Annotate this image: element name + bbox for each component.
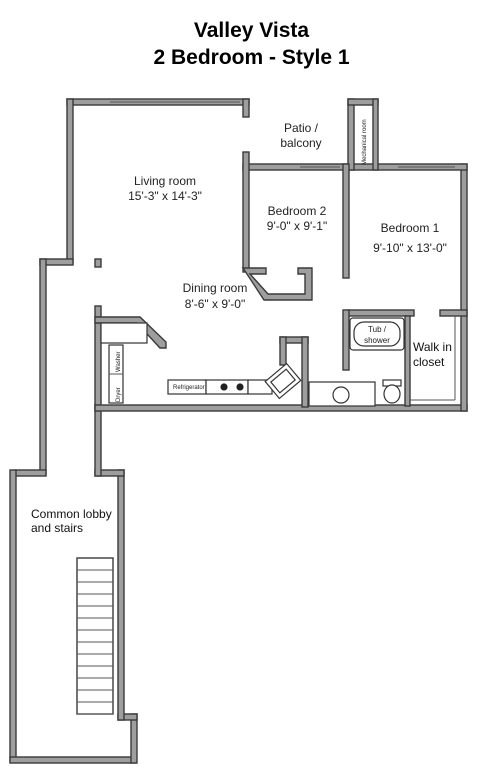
- wall-lobby-top-left: [14, 469, 47, 477]
- dining-room-dims: 8'-6" x 9'-0": [185, 297, 245, 311]
- wall-unit-bottom: [94, 404, 468, 412]
- closet-label-1: Walk in: [413, 340, 452, 354]
- refrigerator-label: Refrigerator: [173, 385, 205, 391]
- bath-fixtures: [308, 317, 405, 407]
- wall-bed2-angled: [241, 267, 313, 301]
- tub-label-2: shower: [364, 336, 390, 345]
- wall-mech-right: [372, 98, 379, 171]
- wall-right: [460, 163, 468, 412]
- wall-bath-left: [342, 309, 350, 371]
- kitchen-cabinet: [100, 322, 148, 344]
- mechanical-room-label: Mechanical room: [362, 119, 368, 165]
- plan-title: Valley Vista: [193, 19, 310, 42]
- washer-label: Washer: [116, 352, 122, 372]
- toilet-bowl: [383, 384, 401, 404]
- exterior-walls: [9, 98, 468, 764]
- wall-closet-top: [439, 309, 468, 317]
- wall-lobby-entry: [94, 404, 102, 477]
- wall-lobby-bottom: [9, 756, 137, 764]
- bedroom1-dims: 9'-10" x 13'-0": [373, 241, 447, 255]
- wall-bath-right: [404, 315, 411, 407]
- plan-subtitle: 2 Bedroom - Style 1: [153, 46, 350, 69]
- lobby-label-2: and stairs: [31, 521, 83, 535]
- kitchen: [94, 316, 302, 404]
- wall-lobby-left: [9, 469, 17, 763]
- sink: [332, 386, 350, 404]
- stairs: [76, 557, 114, 715]
- patio-label-2: balcony: [280, 136, 321, 150]
- living-room-dims: 15'-3" x 14'-3": [128, 189, 202, 203]
- living-room-label: Living room: [134, 174, 196, 188]
- corner-cabinet: [264, 362, 302, 400]
- bedroom2-label: Bedroom 2: [268, 204, 327, 218]
- bedroom2-dims: 9'-0" x 9'-1": [267, 219, 327, 233]
- dining-room-label: Dining room: [183, 281, 248, 295]
- wall-lobby-right-lower: [130, 713, 138, 764]
- dryer-label: Dryer: [116, 387, 122, 402]
- wall-lobby-right: [117, 469, 125, 721]
- bedroom2-walls: [241, 151, 350, 301]
- wall-left-lobby-outer: [39, 258, 47, 476]
- wall-hall-left: [279, 336, 287, 366]
- wall-mech-left: [347, 98, 355, 171]
- wall-stub-left: [94, 258, 102, 268]
- bedroom1-label: Bedroom 1: [381, 221, 440, 235]
- stairs-outline: [76, 557, 114, 715]
- patio-label-1: Patio /: [284, 121, 319, 135]
- wall-bath-top: [347, 309, 415, 317]
- tub-label-1: Tub /: [368, 325, 387, 334]
- wall-patio-post: [242, 98, 250, 118]
- lobby-label-1: Common lobby: [31, 507, 112, 521]
- bath-walls: [279, 309, 468, 408]
- wall-hall-right: [301, 336, 309, 408]
- wall-bed2-right: [342, 163, 350, 279]
- burner-2: [236, 383, 244, 391]
- tub-inner: [353, 321, 401, 347]
- burner-1: [220, 383, 228, 391]
- closet-label-2: closet: [413, 355, 445, 369]
- wall-left-upper: [66, 98, 74, 264]
- wall-bed2-left: [242, 151, 250, 273]
